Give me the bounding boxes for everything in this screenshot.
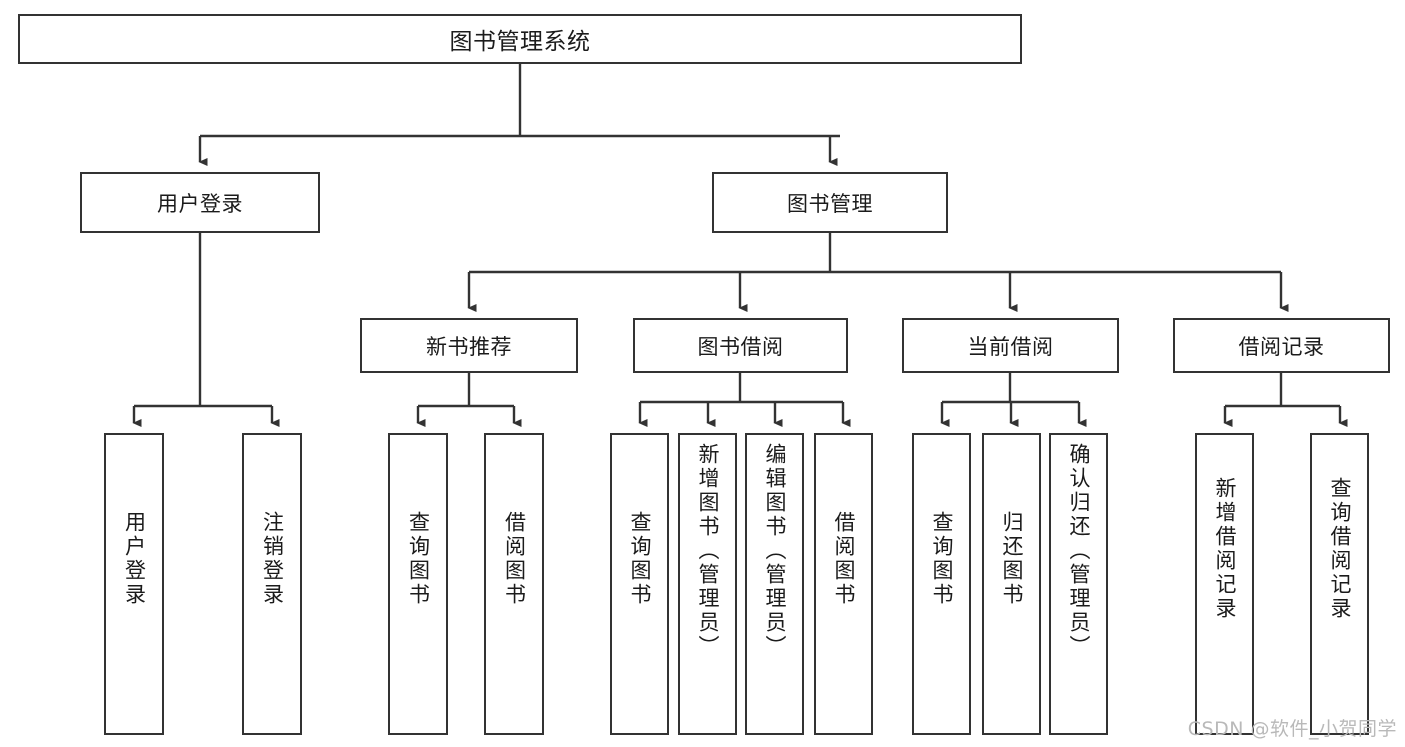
node-new-book-recommend[interactable]: 新书推荐 bbox=[360, 318, 578, 373]
node-borrow-record-label: 借阅记录 bbox=[1238, 334, 1325, 359]
node-book-borrow[interactable]: 图书借阅 bbox=[633, 318, 848, 373]
node-leaf-query-book-2[interactable]: 查询图书 bbox=[610, 433, 669, 735]
node-leaf-query-borrow-record[interactable]: 查询借阅记录 bbox=[1310, 433, 1369, 735]
node-leaf-edit-book-admin[interactable]: 编辑图书（管理员） bbox=[745, 433, 804, 735]
node-current-borrow-label: 当前借阅 bbox=[967, 334, 1054, 359]
node-leaf-logout-label: 注销登录 bbox=[260, 511, 285, 607]
node-root-label: 图书管理系统 bbox=[449, 29, 591, 55]
node-leaf-query-book-3[interactable]: 查询图书 bbox=[912, 433, 971, 735]
node-leaf-add-borrow-record[interactable]: 新增借阅记录 bbox=[1195, 433, 1254, 735]
node-leaf-return-book[interactable]: 归还图书 bbox=[982, 433, 1041, 735]
node-leaf-add-book-admin-label: 新增图书（管理员） bbox=[696, 443, 720, 659]
node-leaf-borrow-book-1-label: 借阅图书 bbox=[502, 511, 527, 607]
node-leaf-query-borrow-record-label: 查询借阅记录 bbox=[1328, 477, 1352, 621]
node-book-borrow-label: 图书借阅 bbox=[697, 334, 784, 359]
node-leaf-confirm-return-admin-label: 确认归还（管理员） bbox=[1067, 443, 1091, 659]
node-root[interactable]: 图书管理系统 bbox=[18, 14, 1022, 64]
node-leaf-borrow-book-2-label: 借阅图书 bbox=[832, 511, 856, 607]
node-current-borrow[interactable]: 当前借阅 bbox=[902, 318, 1119, 373]
node-user-login[interactable]: 用户登录 bbox=[80, 172, 320, 233]
node-leaf-logout[interactable]: 注销登录 bbox=[242, 433, 302, 735]
node-leaf-user-login-label: 用户登录 bbox=[122, 511, 147, 607]
node-leaf-borrow-book-1[interactable]: 借阅图书 bbox=[484, 433, 544, 735]
node-book-manage-label: 图书管理 bbox=[787, 191, 873, 216]
node-leaf-return-book-label: 归还图书 bbox=[1000, 511, 1024, 607]
node-leaf-edit-book-admin-label: 编辑图书（管理员） bbox=[763, 443, 787, 659]
node-leaf-borrow-book-2[interactable]: 借阅图书 bbox=[814, 433, 873, 735]
node-user-login-label: 用户登录 bbox=[157, 191, 243, 216]
node-book-manage[interactable]: 图书管理 bbox=[712, 172, 948, 233]
node-leaf-user-login[interactable]: 用户登录 bbox=[104, 433, 164, 735]
node-leaf-add-borrow-record-label: 新增借阅记录 bbox=[1213, 477, 1237, 621]
node-leaf-add-book-admin[interactable]: 新增图书（管理员） bbox=[678, 433, 737, 735]
watermark: CSDN @软件_小贺同学 bbox=[1187, 718, 1397, 740]
node-leaf-query-book-1[interactable]: 查询图书 bbox=[388, 433, 448, 735]
node-leaf-confirm-return-admin[interactable]: 确认归还（管理员） bbox=[1049, 433, 1108, 735]
node-leaf-query-book-2-label: 查询图书 bbox=[628, 511, 652, 607]
node-leaf-query-book-1-label: 查询图书 bbox=[406, 511, 431, 607]
node-borrow-record[interactable]: 借阅记录 bbox=[1173, 318, 1390, 373]
node-new-book-recommend-label: 新书推荐 bbox=[426, 334, 512, 359]
node-leaf-query-book-3-label: 查询图书 bbox=[930, 511, 954, 607]
